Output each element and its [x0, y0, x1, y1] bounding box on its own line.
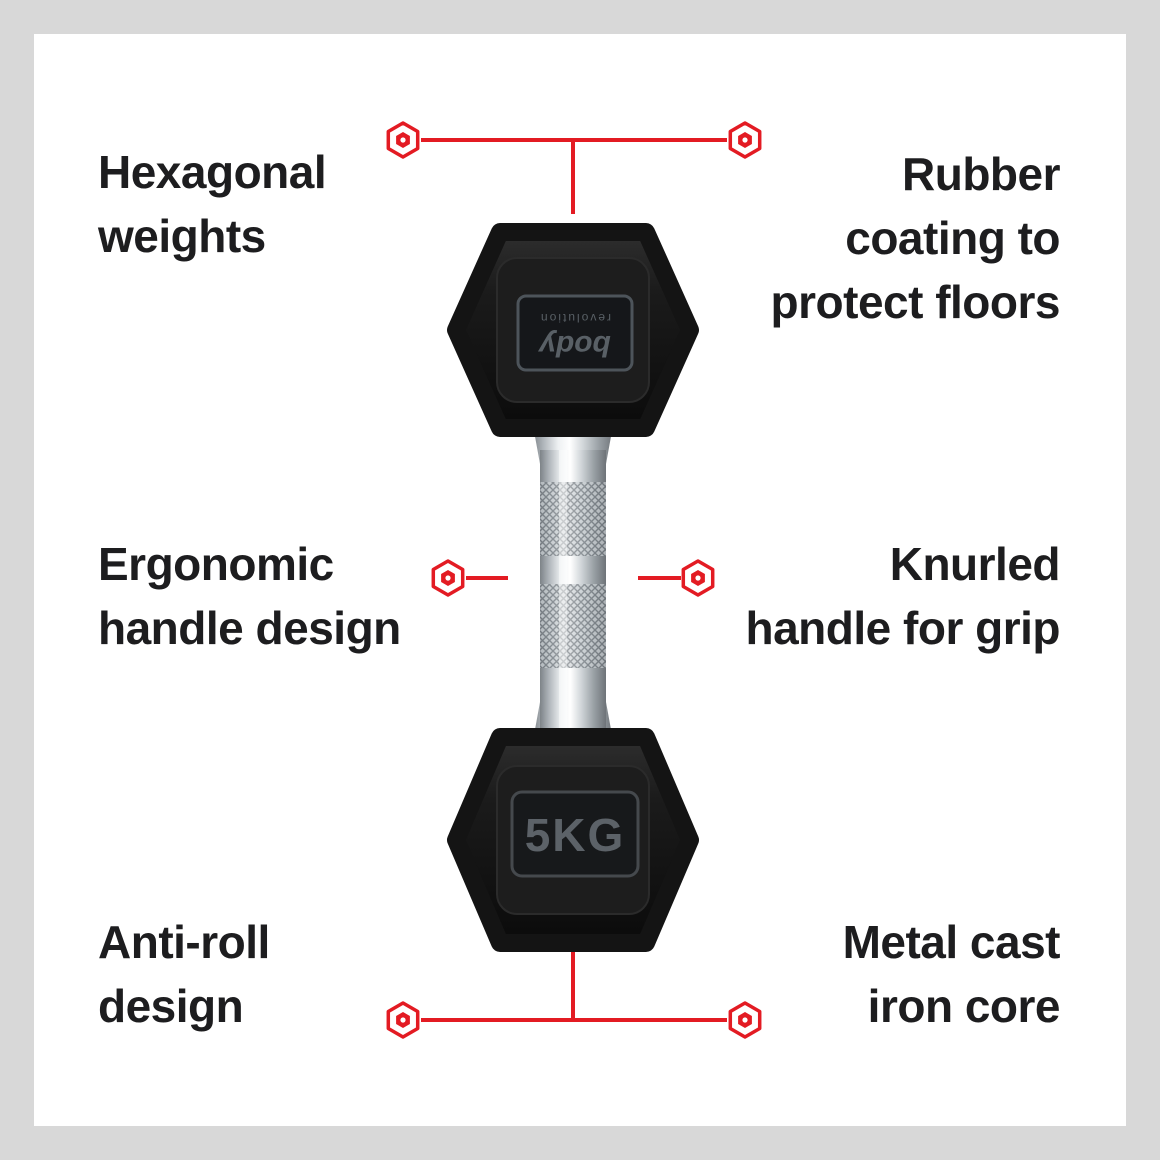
callout-line: Hexagonal — [98, 146, 327, 198]
callout-anti-roll: Anti-roll design — [98, 910, 270, 1038]
callout-line: protect floors — [770, 276, 1061, 328]
callout-line: coating to — [845, 212, 1060, 264]
callout-line: weights — [98, 210, 266, 262]
callout-line: handle for grip — [745, 602, 1061, 654]
callout-line: handle design — [98, 602, 401, 654]
panel: Hexagonal weights Rubber coating to prot… — [34, 34, 1126, 1126]
callout-line: Metal cast — [842, 916, 1061, 968]
callout-ergonomic-handle: Ergonomic handle design — [98, 532, 401, 660]
callout-knurled-handle: Knurled handle for grip — [746, 532, 1061, 660]
callout-hexagonal-weights: Hexagonal weights — [98, 140, 327, 268]
callout-line: Anti-roll — [98, 916, 270, 968]
callout-metal-core: Metal cast iron core — [842, 910, 1061, 1038]
callout-line: Ergonomic — [98, 538, 334, 590]
callout-line: design — [98, 980, 244, 1032]
callout-line: Knurled — [889, 538, 1061, 590]
callout-rubber-coating: Rubber coating to protect floors — [770, 142, 1061, 334]
callout-line: Rubber — [902, 148, 1061, 200]
callout-line: iron core — [867, 980, 1061, 1032]
